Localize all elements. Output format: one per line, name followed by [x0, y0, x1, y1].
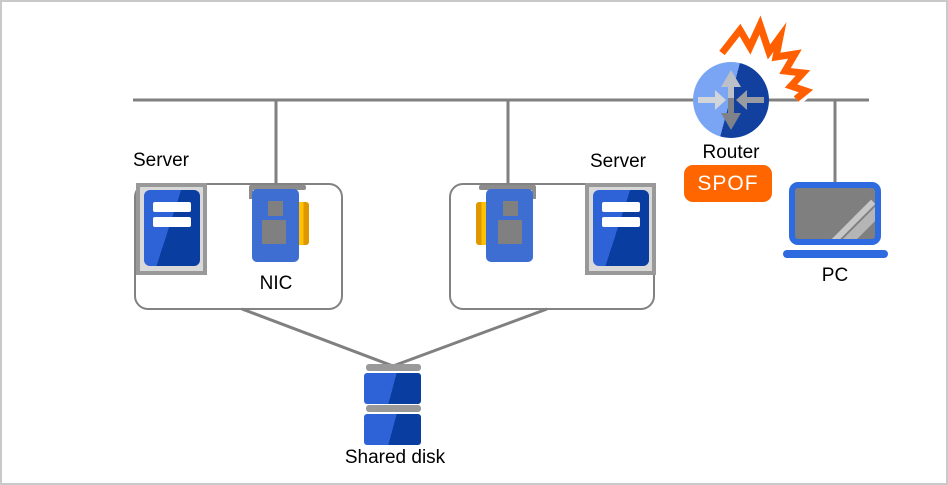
nic-card-body	[486, 189, 533, 262]
arrow-down	[721, 98, 741, 130]
server-tower-icon	[585, 183, 656, 275]
server-left-label: Server	[133, 150, 189, 171]
nic-chip-large	[498, 220, 522, 244]
server-slot	[602, 202, 640, 212]
disk-link-left	[241, 307, 394, 368]
nic-connector-tab	[476, 202, 489, 245]
router-arrows-icon	[698, 70, 764, 130]
nic-card-body	[252, 189, 299, 262]
server-slot	[153, 202, 191, 212]
pc-label: PC	[821, 265, 849, 286]
router-icon	[693, 62, 769, 138]
router-label: Router	[702, 142, 760, 163]
arrow-inward-from-right	[736, 90, 764, 110]
disk-platter	[364, 414, 421, 445]
nic-bracket-lip	[532, 188, 536, 199]
server-right-label: Server	[590, 151, 646, 172]
nic-label: NIC	[259, 273, 293, 294]
laptop-icon	[789, 182, 881, 245]
server-tower-icon	[136, 183, 207, 275]
nic-connector-tab	[296, 202, 309, 245]
nic-chip-small	[268, 201, 283, 216]
nic-bracket	[479, 185, 536, 190]
nic-chip-large	[262, 220, 286, 244]
shared-disk-label: Shared disk	[344, 447, 446, 468]
disk-bar	[366, 364, 421, 371]
nic-chip-small	[503, 201, 518, 216]
server-slot	[602, 217, 640, 227]
server-slot	[153, 217, 191, 227]
disk-link-right	[392, 307, 548, 368]
disk-bar	[366, 405, 421, 412]
laptop-base	[783, 250, 888, 258]
nic-bracket-lip	[249, 188, 253, 199]
spof-badge: SPOF	[684, 165, 772, 202]
server-tower-body	[593, 190, 649, 266]
server-tower-body	[144, 190, 200, 266]
arrow-inward-from-left	[698, 90, 726, 110]
disk-platter	[364, 373, 421, 404]
nic-bracket	[249, 185, 306, 190]
